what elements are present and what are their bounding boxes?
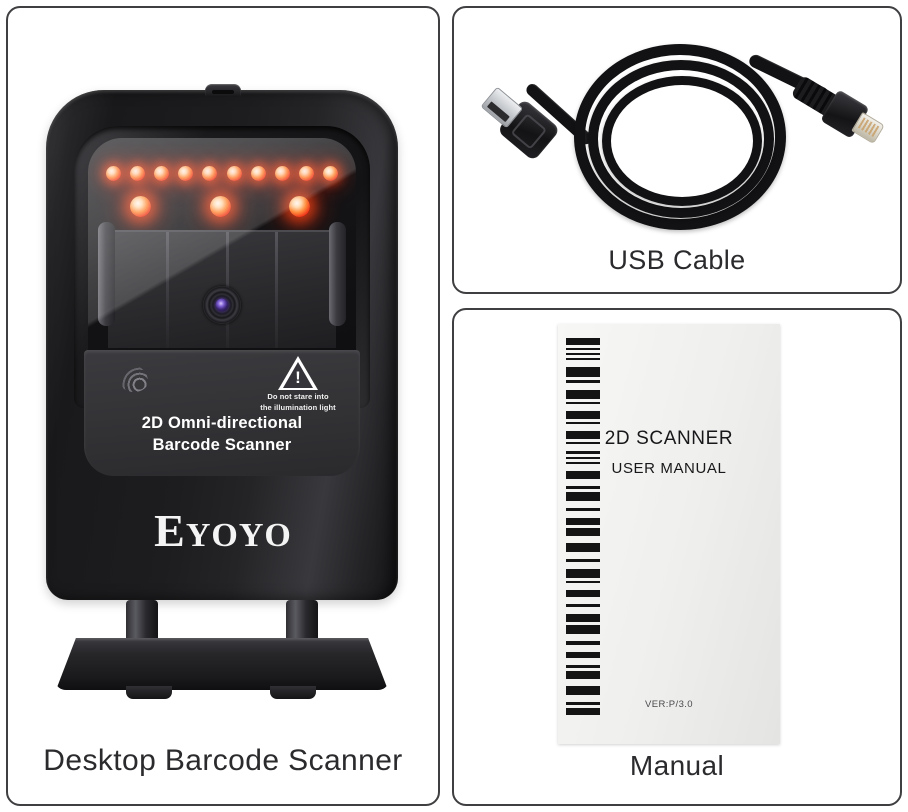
manual-booklet-cover: 2D SCANNER USER MANUAL VER:P/3.0 [558, 324, 780, 744]
barcode-bar [566, 651, 600, 659]
barcode-bar [566, 542, 600, 552]
warning-triangle-icon: ! [278, 356, 318, 390]
barcode-bar [566, 603, 600, 608]
scanner-label-plate: ! Do not stare into the illumination lig… [84, 350, 360, 476]
cable-coil [574, 44, 786, 230]
model-label-line-1: 2D Omni-directional [141, 414, 303, 432]
barcode-bar [566, 507, 600, 512]
barcode-bar [566, 528, 600, 536]
barcode-bar [566, 491, 600, 501]
led-indicator [106, 166, 121, 181]
barcode-bar [566, 347, 600, 350]
barcode-bar [566, 558, 600, 563]
warning-label: ! Do not stare into the illumination lig… [246, 356, 350, 413]
scanner-stand-base [56, 638, 388, 690]
model-label-line-2: Barcode Scanner [152, 436, 292, 455]
led-indicator [274, 166, 290, 181]
speaker-icon [120, 366, 148, 392]
barcode-bar [566, 590, 600, 597]
barcode-strip [566, 338, 600, 730]
manual-illustration: 2D SCANNER USER MANUAL VER:P/3.0 [454, 310, 900, 804]
scanner-stand-post [286, 600, 318, 644]
barcode-bar [566, 380, 600, 384]
cable-coil [602, 76, 762, 206]
usb-a-connector [475, 80, 561, 162]
camera-lens-icon [203, 286, 241, 324]
scanner-base-foot [126, 686, 172, 699]
scanner-top-notch [205, 84, 241, 97]
barcode-bar [566, 701, 600, 705]
product-panel-usb-cable: USB Cable [452, 6, 902, 294]
barcode-bar [566, 685, 600, 695]
led-array-top [106, 166, 338, 181]
scanner-inner-pillar [329, 222, 346, 326]
led-indicator [226, 166, 242, 181]
brand-logo: EYOYO [8, 508, 438, 554]
barcode-bar [566, 450, 600, 454]
warning-exclamation: ! [295, 368, 301, 387]
caption-usb-cable: USB Cable [608, 245, 746, 275]
brand-logo-initial: E [154, 505, 186, 556]
manual-title: 2D SCANNER [604, 428, 734, 449]
barcode-bar [566, 456, 600, 459]
barcode-bar [566, 518, 600, 526]
caption-scanner: Desktop Barcode Scanner [43, 744, 403, 777]
scanner-stand-post [126, 600, 158, 644]
barcode-bar [566, 486, 600, 489]
barcode-bar [566, 422, 600, 425]
barcode-bar [566, 352, 600, 355]
manual-version: VER:P/3.0 [645, 699, 693, 710]
scanner-base-foot [270, 686, 316, 699]
led-indicator [322, 166, 338, 181]
barcode-bar [566, 402, 600, 405]
manual-subtitle: USER MANUAL [611, 460, 727, 477]
model-label: 2D Omni-directional Barcode Scanner [84, 412, 360, 457]
barcode-bar [566, 367, 600, 378]
led-indicator [154, 166, 170, 181]
rj45-connector [787, 68, 890, 152]
led-indicator [130, 196, 151, 217]
barcode-bar [566, 624, 600, 634]
barcode-bar [566, 338, 600, 345]
product-panel-scanner: ! Do not stare into the illumination lig… [6, 6, 440, 806]
led-indicator [202, 166, 218, 181]
scanner-inner-pillar [98, 222, 115, 326]
barcode-bar [566, 569, 600, 578]
barcode-bar [566, 580, 600, 584]
led-indicator [289, 196, 310, 217]
barcode-bar [566, 640, 600, 645]
barcode-bar [566, 461, 600, 465]
led-indicator [209, 196, 231, 217]
barcode-bar [566, 471, 600, 480]
brand-logo-rest: YOYO [185, 517, 292, 554]
led-indicator [250, 166, 266, 181]
scanner-illustration: ! Do not stare into the illumination lig… [8, 8, 438, 804]
product-panel-manual: 2D SCANNER USER MANUAL VER:P/3.0 Manual [452, 308, 902, 806]
barcode-bar [566, 357, 600, 361]
led-indicator [178, 166, 194, 181]
usb-cable-illustration [454, 8, 900, 292]
barcode-bar [566, 431, 600, 439]
caption-manual: Manual [629, 750, 725, 781]
barcode-bar [566, 614, 600, 622]
barcode-bar [566, 411, 600, 420]
barcode-bar [566, 671, 600, 679]
led-indicator [130, 166, 146, 181]
led-array-bottom [130, 196, 310, 217]
barcode-bar [566, 441, 600, 444]
barcode-bar [566, 665, 600, 669]
barcode-bar [566, 707, 600, 715]
led-indicator [298, 166, 314, 181]
barcode-bar [566, 390, 600, 400]
warning-text-line-2: the illumination light [260, 403, 336, 413]
warning-text-line-1: Do not stare into [267, 392, 329, 401]
cable-coil [588, 60, 774, 218]
